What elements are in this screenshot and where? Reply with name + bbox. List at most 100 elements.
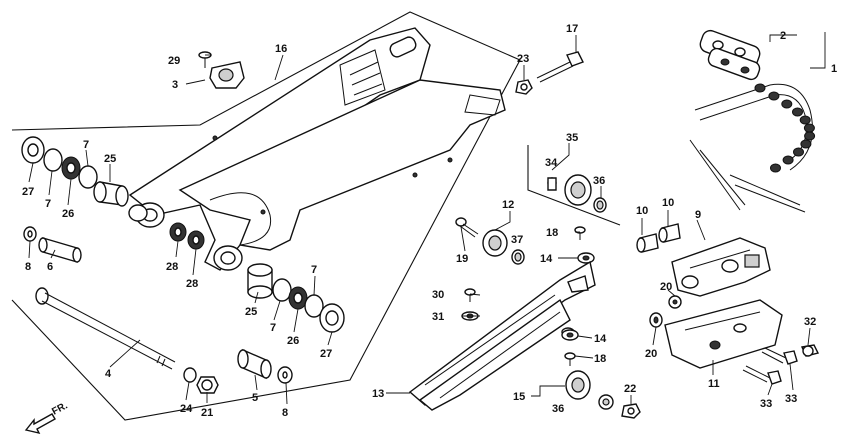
callout-25: 25	[104, 153, 116, 165]
callout-labels: 29 3 16 17 23 2 1 35 34 36 12 37 18 19 1…	[22, 23, 837, 419]
chain-link	[770, 163, 781, 173]
guide-collar-right	[658, 223, 681, 243]
callout-18: 18	[546, 227, 558, 239]
callout-3: 3	[172, 79, 178, 91]
callout-19: 19	[456, 253, 468, 265]
pivot-collar-right	[237, 348, 272, 380]
middle-roller-bearing	[511, 249, 525, 265]
callout-10: 10	[636, 205, 648, 217]
callout-36: 36	[593, 175, 605, 187]
roller-collar	[547, 177, 557, 191]
callout-2: 2	[780, 30, 786, 42]
chain-link	[782, 155, 794, 165]
callout-20: 20	[645, 348, 657, 360]
callout-31: 31	[432, 311, 444, 323]
callout-26: 26	[62, 208, 74, 220]
swingarm-assembly-boundary	[11, 11, 521, 421]
callout-28: 28	[186, 278, 198, 290]
callout-34: 34	[545, 157, 558, 169]
callout-23: 23	[517, 53, 529, 65]
upper-roller-group-boundary	[527, 145, 621, 226]
callout-5: 5	[252, 392, 258, 404]
front-direction-arrow: FR.	[24, 400, 70, 435]
callout-35: 35	[566, 132, 578, 144]
callout-7: 7	[270, 322, 276, 334]
chain-link	[803, 123, 815, 133]
bracket-bolt	[198, 51, 212, 68]
callout-24: 24	[180, 403, 193, 415]
pivot-nut	[183, 367, 219, 394]
chain-link	[804, 131, 816, 141]
callout-28: 28	[166, 261, 178, 273]
callout-18: 18	[594, 353, 606, 365]
chain-link	[754, 83, 766, 93]
callout-13: 13	[372, 388, 384, 400]
adjuster-bolt	[536, 51, 584, 83]
middle-roller	[482, 229, 508, 257]
pivot-washer-right	[277, 366, 293, 384]
callout-8: 8	[25, 261, 31, 273]
chain-link	[800, 139, 812, 149]
lower-roller-nut	[621, 403, 641, 419]
chain-guide	[671, 237, 771, 297]
slider-screw-30	[464, 288, 476, 302]
middle-roller-bolt	[455, 217, 479, 238]
callout-36: 36	[552, 403, 564, 415]
chain-link	[799, 115, 811, 125]
callout-4: 4	[105, 368, 112, 380]
guide-bolt-33b	[761, 347, 798, 365]
chain-link	[792, 107, 803, 117]
chain-link	[781, 99, 793, 109]
callout-33: 33	[760, 398, 772, 410]
callout-11: 11	[708, 378, 720, 390]
pivot-washer-left	[23, 226, 37, 242]
callout-17: 17	[566, 23, 578, 35]
guide-collar-left	[636, 233, 659, 253]
pivot-seals	[169, 222, 205, 250]
left-pivot-stack	[21, 136, 148, 222]
master-link	[699, 29, 761, 81]
leader-lines	[28, 32, 826, 405]
callout-30: 30	[432, 289, 444, 301]
callout-26: 26	[287, 335, 299, 347]
pivot-collar-left	[38, 237, 82, 263]
callout-7: 7	[45, 198, 51, 210]
guide-collar-20-lower	[649, 312, 663, 328]
callout-6: 6	[47, 261, 53, 273]
guide-slider	[664, 299, 783, 369]
direction-label: FR.	[50, 400, 70, 417]
callout-15: 15	[513, 391, 525, 403]
callout-7: 7	[311, 264, 317, 276]
callout-1: 1	[831, 63, 837, 75]
callout-10: 10	[662, 197, 674, 209]
slider-collar-upper	[577, 252, 595, 264]
callout-21: 21	[201, 407, 213, 419]
callout-22: 22	[624, 383, 636, 395]
chain-link	[768, 91, 780, 101]
slider-screw-lower	[564, 352, 576, 366]
callout-20: 20	[660, 281, 672, 293]
slider-collar-lower	[561, 329, 579, 341]
guide-collar-20-upper	[668, 295, 682, 309]
callout-9: 9	[695, 209, 701, 221]
pivot-shaft	[35, 287, 176, 370]
chain-link	[793, 147, 804, 157]
guide-bolt-33a	[742, 365, 782, 385]
callout-12: 12	[502, 199, 514, 211]
upper-roller	[564, 174, 592, 206]
upper-roller-bearing	[593, 197, 607, 213]
lower-roller-bearing	[598, 394, 614, 410]
drive-chain	[689, 83, 816, 213]
callout-16: 16	[275, 43, 287, 55]
callout-14: 14	[594, 333, 607, 345]
guide-bolt-32	[800, 344, 820, 357]
callout-27: 27	[320, 348, 332, 360]
right-pivot-stack	[247, 263, 345, 333]
callout-7: 7	[83, 139, 89, 151]
callout-27: 27	[22, 186, 34, 198]
chain-guide-bracket	[209, 61, 245, 89]
lower-roller	[565, 370, 591, 400]
chain-slider	[408, 260, 596, 411]
callout-32: 32	[804, 316, 816, 328]
